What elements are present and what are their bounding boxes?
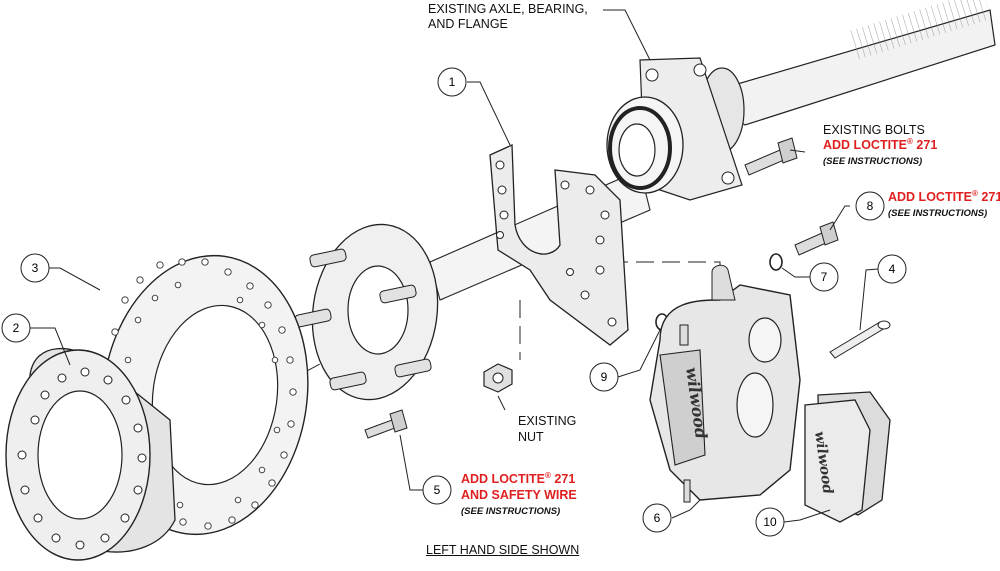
callout-3: 3 — [20, 253, 50, 283]
callout-4-label: 4 — [889, 262, 896, 276]
callout-2-label: 2 — [13, 321, 20, 335]
existing-nut — [483, 363, 513, 393]
registered-mark: ® — [907, 136, 913, 146]
bolts-loctite-number: 271 — [916, 138, 938, 152]
bolts-loctite: ADD LOCTITE® 271 — [823, 136, 938, 153]
item5-loctite: ADD LOCTITE® 271 — [461, 470, 576, 487]
cotter-pin — [829, 320, 891, 359]
caliper-bolt — [794, 221, 839, 256]
item8-loctite-number: 271 — [981, 190, 1000, 204]
callout-5: 5 — [422, 475, 452, 505]
axle-label-line1: EXISTING AXLE, BEARING, — [428, 2, 588, 16]
callout-6: 6 — [642, 503, 672, 533]
callout-5-label: 5 — [434, 483, 441, 497]
wilwood-caliper: wilwood — [649, 264, 801, 503]
callout-1: 1 — [437, 67, 467, 97]
item5-loctite-number: 271 — [554, 472, 576, 486]
footer-caption: LEFT HAND SIDE SHOWN — [426, 543, 580, 557]
callout-8: 8 — [855, 191, 885, 221]
item5-note: (SEE INSTRUCTIONS) — [461, 506, 561, 517]
callout-7: 7 — [809, 262, 839, 292]
item8-loctite: ADD LOCTITE® 271 — [888, 188, 1000, 205]
brake-pads: wilwood — [804, 391, 891, 523]
item5-loctite-text: ADD LOCTITE — [461, 472, 546, 486]
item8-loctite-text: ADD LOCTITE — [888, 190, 973, 204]
callout-10: 10 — [755, 507, 785, 537]
bolts-loctite-text: ADD LOCTITE — [823, 138, 908, 152]
callout-8-label: 8 — [867, 199, 874, 213]
bolts-note: (SEE INSTRUCTIONS) — [823, 156, 923, 167]
callout-9-label: 9 — [601, 370, 608, 384]
rotor-hat — [5, 347, 176, 561]
existing-bolt — [744, 137, 798, 176]
callout-1-label: 1 — [449, 75, 456, 89]
callout-4: 4 — [877, 254, 907, 284]
item8-note: (SEE INSTRUCTIONS) — [888, 208, 988, 219]
existing-bearing — [606, 96, 684, 194]
bolts-label: EXISTING BOLTS — [823, 123, 925, 137]
rotor-bolt — [364, 409, 408, 439]
mounting-bracket — [489, 144, 629, 346]
item5-safety-wire: AND SAFETY WIRE — [461, 488, 577, 502]
axle-label-line2: AND FLANGE — [428, 17, 508, 31]
registered-mark: ® — [545, 470, 551, 480]
callout-9: 9 — [589, 362, 619, 392]
callout-6-label: 6 — [654, 511, 661, 525]
nut-label-line1: EXISTING — [518, 414, 577, 428]
callout-3-label: 3 — [32, 261, 39, 275]
callout-10-label: 10 — [763, 515, 777, 529]
registered-mark: ® — [972, 188, 978, 198]
axle-hub-flange — [294, 223, 439, 401]
callout-7-label: 7 — [821, 270, 828, 284]
nut-label-line2: NUT — [518, 430, 544, 444]
callout-2: 2 — [1, 313, 31, 343]
